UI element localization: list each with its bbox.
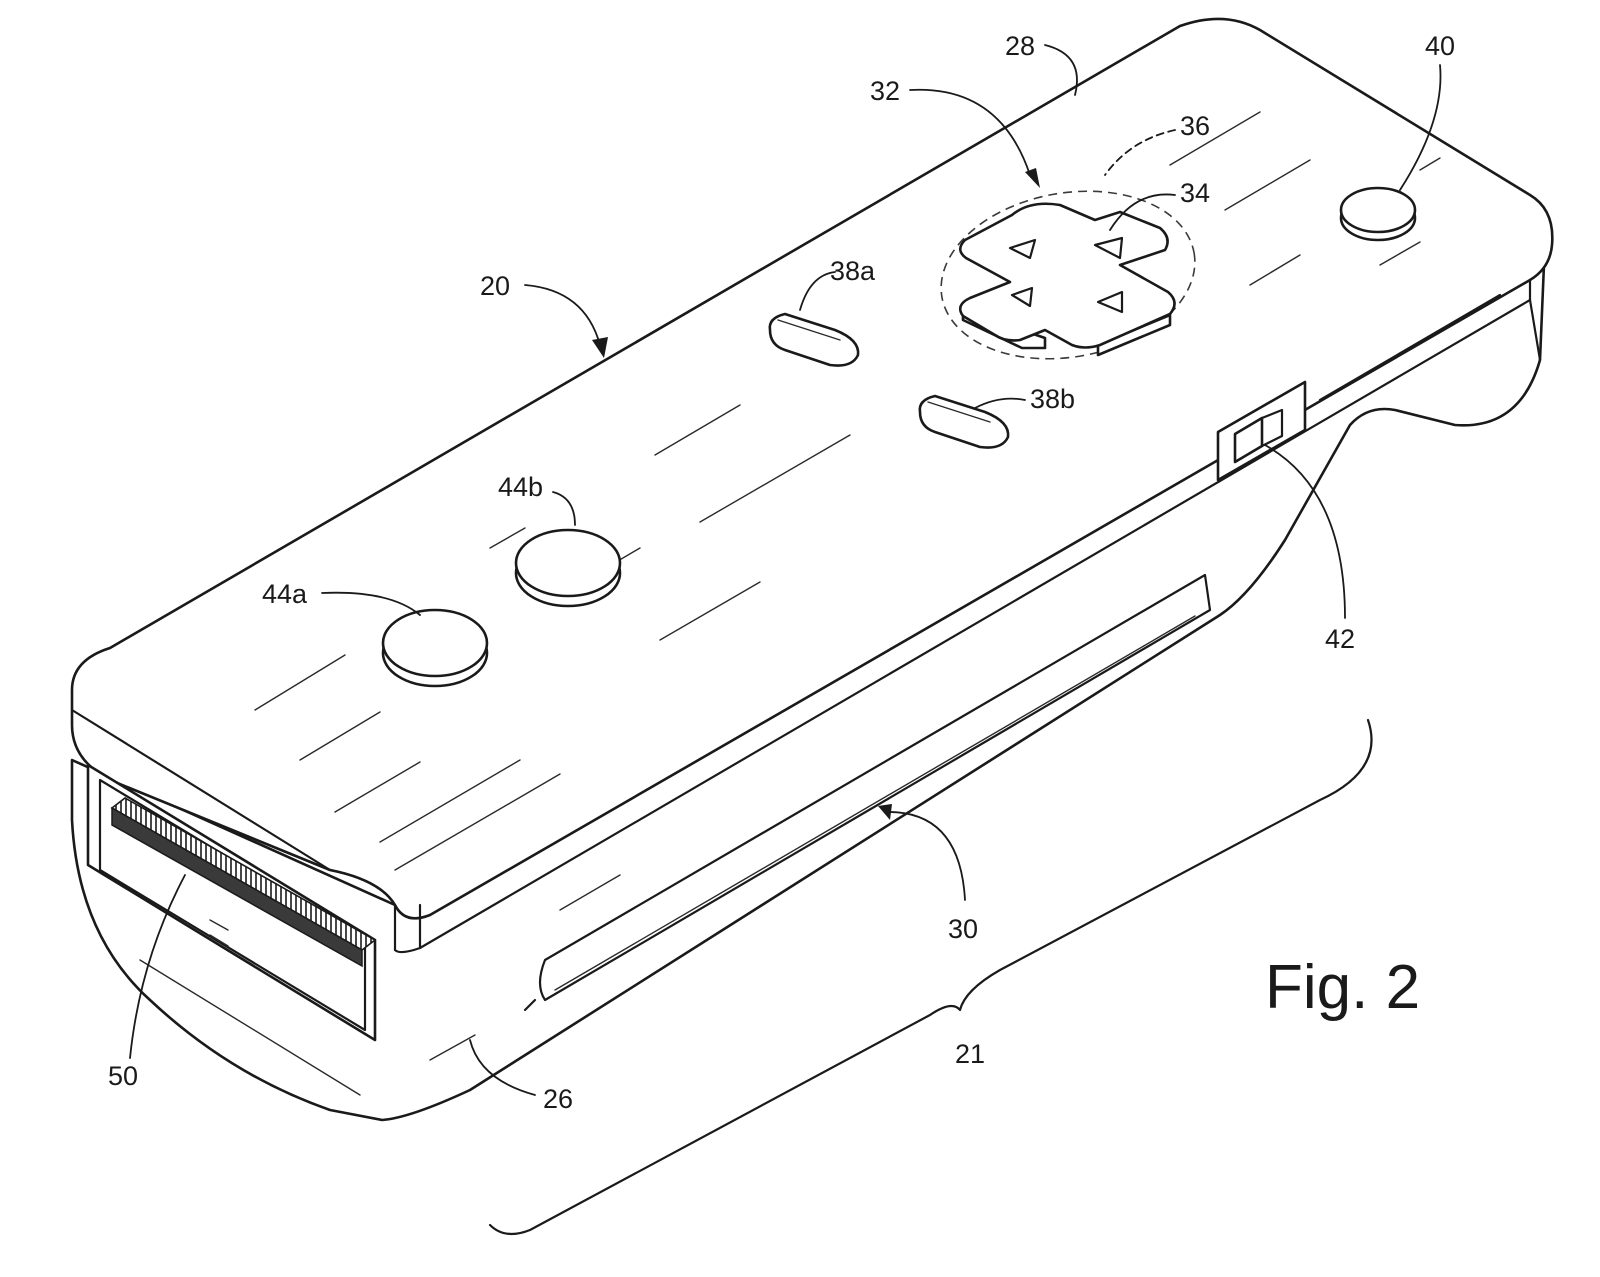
dpad-arrow-up-icon — [1008, 238, 1037, 260]
dpad-32[interactable] — [928, 172, 1209, 378]
button-40[interactable] — [1339, 186, 1417, 242]
controller-body — [70, 17, 1554, 1122]
reference-labels: 28 32 36 34 40 20 38a 38b 44b 44a 42 30 … — [108, 31, 1455, 1114]
side-panel-30 — [523, 573, 1212, 1012]
label-30: 30 — [948, 914, 978, 944]
label-42: 42 — [1325, 624, 1355, 654]
label-26: 26 — [543, 1084, 573, 1114]
dpad-arrow-right-icon — [1093, 236, 1124, 260]
label-36: 36 — [1180, 111, 1210, 141]
label-38b: 38b — [1030, 384, 1075, 414]
button-44b[interactable] — [514, 528, 622, 608]
button-38b[interactable] — [918, 394, 1010, 449]
label-20: 20 — [480, 271, 510, 301]
dpad-region-dashed-circle — [940, 190, 1196, 360]
button-44a[interactable] — [381, 608, 489, 688]
label-28: 28 — [1005, 31, 1035, 61]
figure-caption: Fig. 2 — [1265, 953, 1420, 1022]
label-44b: 44b — [498, 472, 543, 502]
bracket-21 — [488, 718, 1373, 1236]
label-38a: 38a — [830, 256, 876, 286]
label-40: 40 — [1425, 31, 1455, 61]
top-face-front-edge — [70, 708, 397, 952]
label-50: 50 — [108, 1061, 138, 1091]
surface-hatching — [254, 111, 1441, 1061]
label-32: 32 — [870, 76, 900, 106]
leader-lines — [129, 44, 1442, 1096]
connector-opening — [86, 763, 377, 1096]
label-21: 21 — [955, 1039, 985, 1069]
dpad-arrow-down-icon — [1096, 290, 1124, 314]
label-34: 34 — [1180, 178, 1210, 208]
switch-42[interactable] — [1216, 380, 1307, 482]
dpad-arrow-left-icon — [1010, 286, 1034, 308]
button-38a[interactable] — [768, 312, 860, 367]
label-44a: 44a — [262, 579, 308, 609]
